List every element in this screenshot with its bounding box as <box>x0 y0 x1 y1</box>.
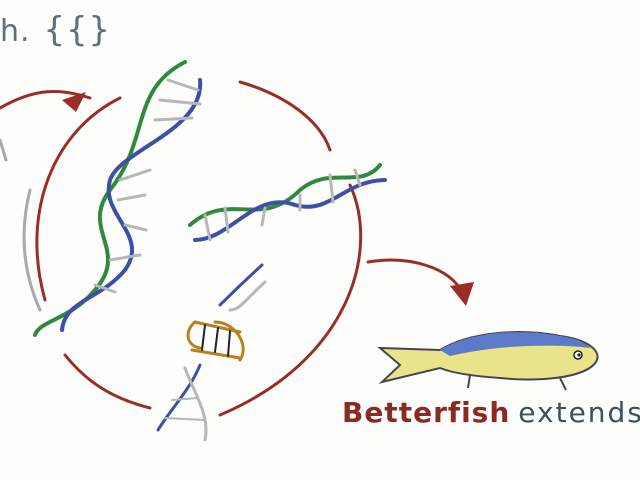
dna-helix <box>156 263 267 442</box>
arrow-to-fish <box>366 258 464 294</box>
top-label-braces: {{} <box>44 10 112 50</box>
fish-icon <box>377 331 599 391</box>
arrow-icon <box>62 92 86 112</box>
cycle-arrows <box>0 80 464 417</box>
arc-bottom-left <box>63 353 152 410</box>
arc-right <box>218 183 363 417</box>
left-grey-arcs <box>0 138 42 312</box>
arc-top-right <box>238 80 332 152</box>
arrow-heads <box>62 92 474 306</box>
dna-helix <box>188 163 387 242</box>
orange-strand <box>186 320 245 362</box>
top-label-fish: h. <box>0 14 31 49</box>
arrow-icon <box>450 282 474 306</box>
dna-helix <box>33 60 203 337</box>
arc-left <box>35 96 122 302</box>
caption-brand: Betterfish <box>342 396 511 429</box>
caption-verb: extends <box>518 396 640 429</box>
